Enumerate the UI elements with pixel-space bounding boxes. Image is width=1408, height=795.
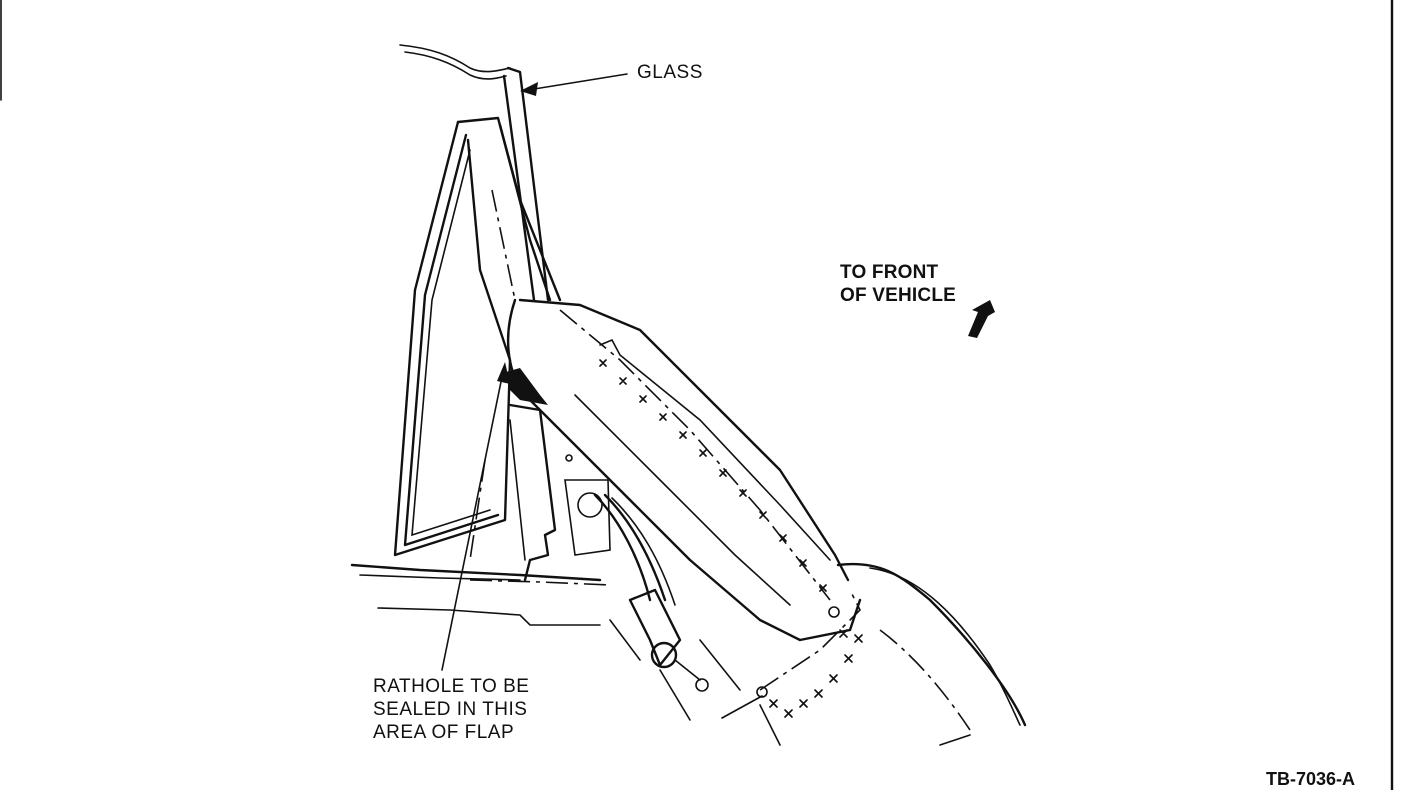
- glass-leader-arrowhead: [520, 82, 538, 96]
- glass-label: GLASS: [637, 62, 703, 83]
- callout-leaders: [441, 73, 628, 671]
- front-direction-arrow: [968, 300, 995, 338]
- to-front-of-vehicle-label: TO FRONT OF VEHICLE: [840, 262, 957, 306]
- door-sill: [350, 562, 1027, 746]
- rathole-leader-line: [441, 371, 504, 671]
- glass-leader-line: [527, 73, 628, 91]
- figure-reference-number: TB-7036-A: [1266, 769, 1356, 789]
- rathole-leader-arrowhead: [497, 362, 510, 384]
- inner-pillar: [469, 403, 611, 582]
- rathole-sealing-label: RATHOLE TO BE SEALED IN THIS AREA OF FLA…: [373, 676, 530, 743]
- cable-assembly: [593, 493, 840, 746]
- glass-pane: [399, 44, 550, 302]
- stitch-marks: [599, 359, 863, 718]
- door-frame: [393, 116, 562, 557]
- seal-flap: [506, 298, 862, 642]
